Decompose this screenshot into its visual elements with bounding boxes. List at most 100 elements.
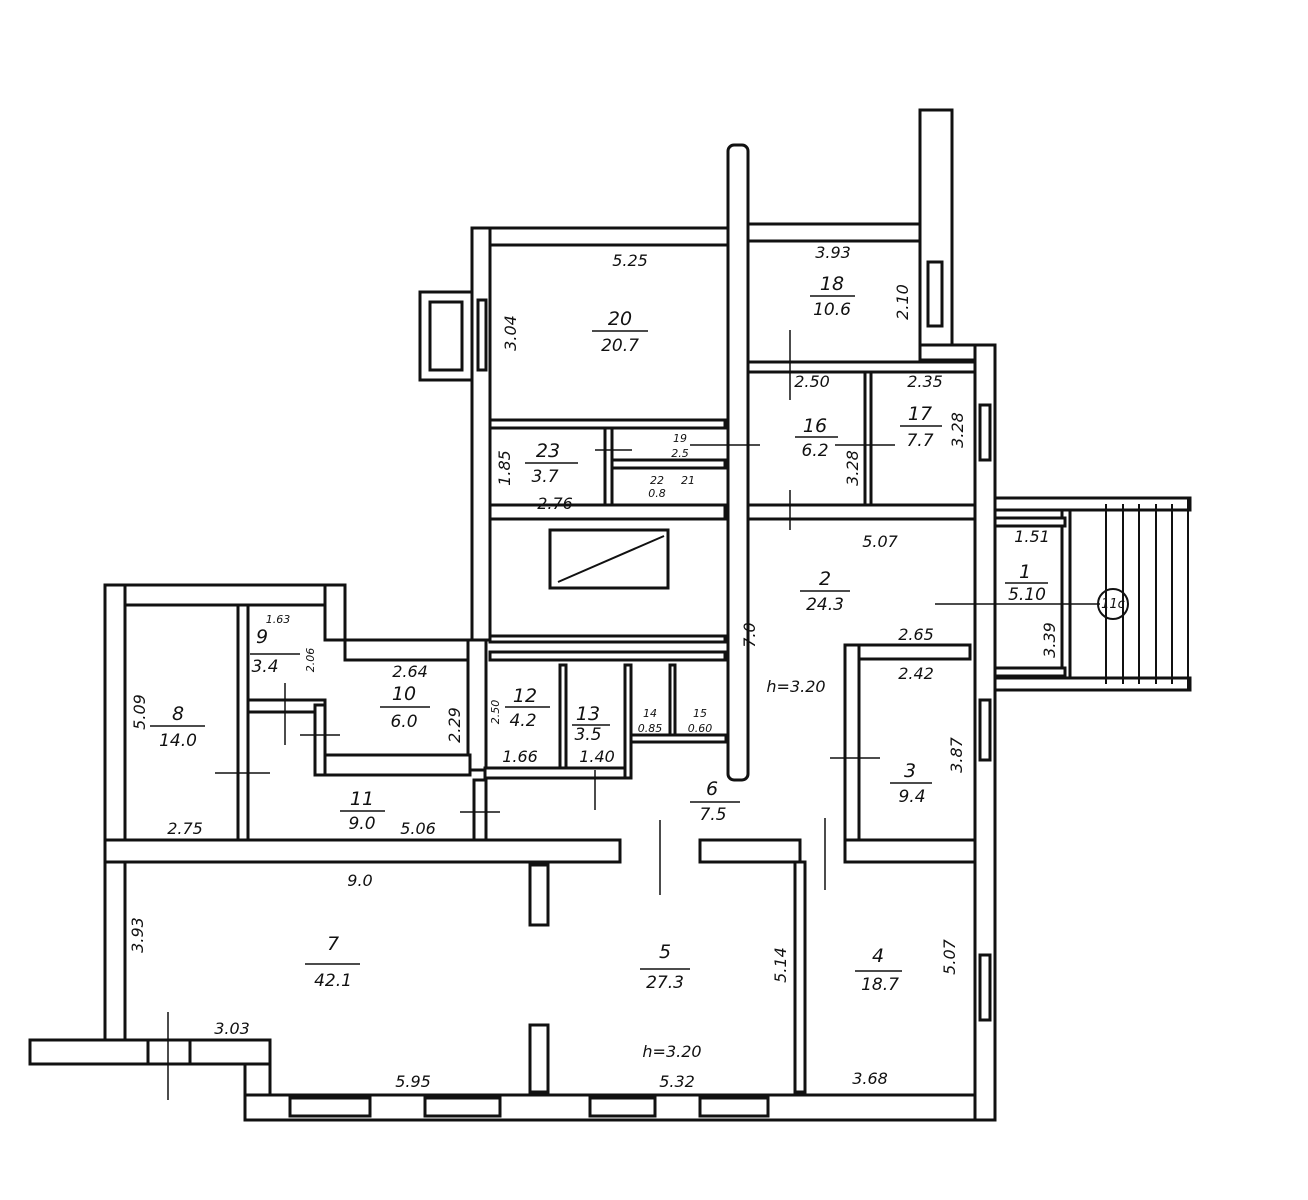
window <box>926 260 944 328</box>
svg-text:1.66: 1.66 <box>502 747 538 766</box>
room-5: 527.3 <box>640 941 690 993</box>
svg-text:2: 2 <box>819 568 831 590</box>
svg-text:10.6: 10.6 <box>813 300 851 320</box>
room-9: 93.4 <box>250 626 300 677</box>
svg-text:23: 23 <box>536 440 560 462</box>
svg-text:2.5: 2.5 <box>671 447 689 460</box>
svg-text:9.0: 9.0 <box>347 871 372 890</box>
svg-text:5.95: 5.95 <box>395 1072 431 1091</box>
room-21: 21 <box>681 474 695 487</box>
svg-text:3.4: 3.4 <box>251 657 278 677</box>
svg-text:27.3: 27.3 <box>646 973 684 993</box>
svg-text:0.85: 0.85 <box>638 722 663 735</box>
svg-text:19: 19 <box>673 432 687 445</box>
room-15: 150.60 <box>688 707 713 735</box>
svg-text:5.07: 5.07 <box>862 532 898 551</box>
svg-text:16: 16 <box>803 415 827 437</box>
window <box>588 1096 657 1118</box>
svg-text:13: 13 <box>576 703 600 725</box>
svg-text:2.64: 2.64 <box>392 662 428 681</box>
svg-text:1.63: 1.63 <box>266 613 291 626</box>
svg-text:20: 20 <box>608 308 632 330</box>
svg-text:14.0: 14.0 <box>159 731 197 751</box>
svg-text:14: 14 <box>643 707 657 720</box>
svg-text:6: 6 <box>706 778 718 800</box>
door <box>146 1038 192 1066</box>
room-11: 119.0 <box>340 788 385 834</box>
room-7: 742.1 <box>305 933 360 991</box>
svg-text:20.7: 20.7 <box>601 336 639 356</box>
svg-text:15: 15 <box>693 707 707 720</box>
svg-text:3.39: 3.39 <box>1040 622 1059 658</box>
svg-text:2.65: 2.65 <box>898 625 934 644</box>
room-4: 418.7 <box>855 945 902 995</box>
svg-text:9: 9 <box>256 626 268 648</box>
svg-text:5.32: 5.32 <box>659 1072 695 1091</box>
svg-text:3.5: 3.5 <box>574 725 601 745</box>
room-14: 140.85 <box>638 707 663 735</box>
room-2: 224.3 <box>800 568 850 615</box>
svg-text:18: 18 <box>820 273 844 295</box>
room-6: 67.5 <box>690 778 740 825</box>
svg-text:2.29: 2.29 <box>445 707 464 743</box>
svg-text:h=3.20: h=3.20 <box>766 677 825 696</box>
svg-text:0.8: 0.8 <box>648 487 666 500</box>
window <box>978 403 992 462</box>
room-10: 106.0 <box>380 683 430 732</box>
svg-text:1.85: 1.85 <box>495 450 514 486</box>
svg-text:9.0: 9.0 <box>348 814 375 834</box>
svg-text:2.75: 2.75 <box>167 819 203 838</box>
window <box>476 298 488 372</box>
room-8: 814.0 <box>150 703 205 751</box>
svg-text:42.1: 42.1 <box>314 971 352 991</box>
svg-text:22: 22 <box>650 474 664 487</box>
svg-text:9.4: 9.4 <box>898 787 925 807</box>
entrance-marker-circle <box>1097 588 1129 620</box>
svg-text:7.0: 7.0 <box>740 622 759 647</box>
svg-text:2.50: 2.50 <box>489 700 502 725</box>
svg-text:10: 10 <box>392 683 416 705</box>
entrance-marker: 11c <box>1101 597 1125 612</box>
svg-text:8: 8 <box>172 703 184 725</box>
dimension-labels: 5.25 3.04 3.93 2.10 2.50 2.35 3.28 3.28 … <box>128 243 1125 1091</box>
svg-text:3: 3 <box>904 760 916 782</box>
svg-text:3.93: 3.93 <box>815 243 851 262</box>
svg-text:5.10: 5.10 <box>1008 585 1046 605</box>
svg-text:7.7: 7.7 <box>906 431 933 451</box>
svg-text:6.0: 6.0 <box>390 712 417 732</box>
svg-text:2.10: 2.10 <box>893 284 912 320</box>
svg-text:3.28: 3.28 <box>843 450 862 486</box>
svg-text:5.06: 5.06 <box>400 819 436 838</box>
svg-text:12: 12 <box>513 685 537 707</box>
room-12: 124.2 <box>505 685 550 731</box>
room-1: 15.10 <box>1005 561 1048 605</box>
svg-text:21: 21 <box>681 474 695 487</box>
svg-text:6.2: 6.2 <box>801 441 828 461</box>
svg-text:1: 1 <box>1019 561 1031 583</box>
svg-text:2.06: 2.06 <box>304 648 317 673</box>
svg-text:7: 7 <box>327 933 339 955</box>
room-3: 39.4 <box>890 760 932 807</box>
svg-text:3.04: 3.04 <box>501 315 520 351</box>
svg-text:1.51: 1.51 <box>1014 527 1050 546</box>
svg-text:3.93: 3.93 <box>128 917 147 953</box>
svg-text:1.40: 1.40 <box>579 747 615 766</box>
room-16: 166.2 <box>795 415 838 461</box>
svg-text:7.5: 7.5 <box>699 805 726 825</box>
svg-text:4.2: 4.2 <box>509 711 536 731</box>
svg-text:3.28: 3.28 <box>948 412 967 448</box>
svg-text:5: 5 <box>659 941 671 963</box>
room-18: 18 10.6 <box>810 273 855 320</box>
room-19: 192.5 <box>671 432 689 460</box>
svg-text:2.42: 2.42 <box>898 664 934 683</box>
svg-text:24.3: 24.3 <box>806 595 844 615</box>
svg-text:17: 17 <box>908 403 932 425</box>
svg-text:3.7: 3.7 <box>531 467 558 487</box>
walls <box>28 108 1192 1122</box>
svg-text:2.35: 2.35 <box>907 372 943 391</box>
room-17: 177.7 <box>900 403 942 451</box>
svg-text:5.09: 5.09 <box>130 694 149 730</box>
svg-text:5.25: 5.25 <box>612 251 648 270</box>
